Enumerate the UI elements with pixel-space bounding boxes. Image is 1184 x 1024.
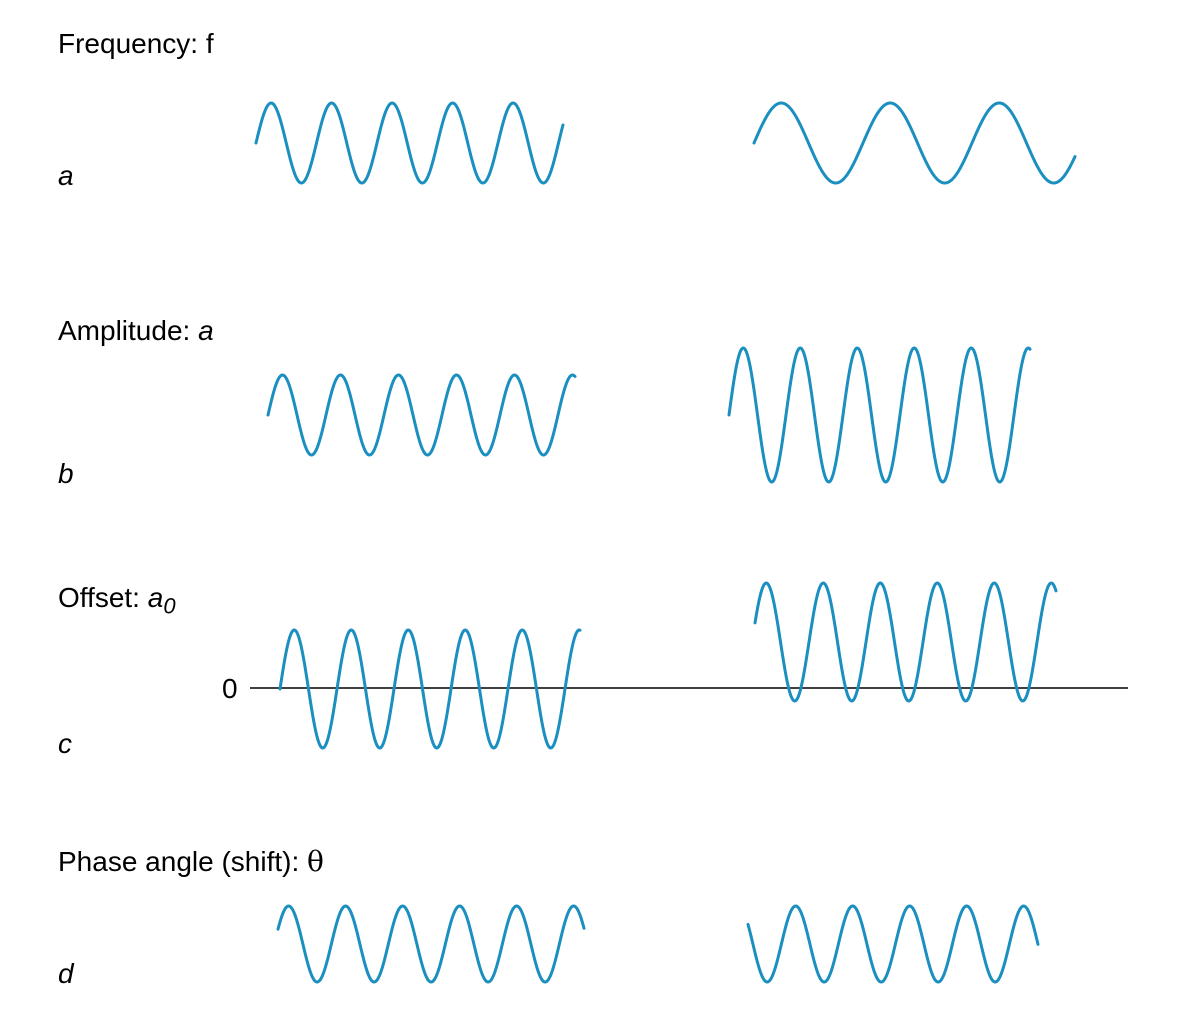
- frequency-symbol: f: [205, 28, 214, 59]
- offset-title-text: Offset:: [58, 582, 148, 613]
- wave-b-high-amplitude: [727, 346, 1032, 484]
- wave-d-reference-phase: [276, 904, 586, 984]
- wave-c-positive-offset: [753, 581, 1058, 703]
- amplitude-title: Amplitude: a: [58, 315, 214, 347]
- amplitude-symbol: a: [198, 315, 214, 346]
- offset-symbol-subscript: 0: [163, 593, 176, 619]
- panel-letter-b: b: [58, 458, 74, 489]
- wave-b-low-amplitude: [266, 373, 577, 457]
- frequency-title-text: Frequency:: [58, 28, 206, 59]
- frequency-title: Frequency: f: [58, 28, 214, 60]
- panel-letter-a: a: [58, 160, 74, 191]
- wave-a-low-frequency: [752, 101, 1077, 185]
- panel-letter-d: d: [58, 958, 74, 989]
- panel-letter-c: c: [58, 728, 72, 759]
- wave-d-shifted-phase: [746, 904, 1040, 984]
- offset-title: Offset: a0: [58, 582, 176, 620]
- phase-title-text: Phase angle (shift):: [58, 846, 308, 877]
- amplitude-title-text: Amplitude:: [58, 315, 199, 346]
- phase-symbol: θ: [307, 845, 324, 878]
- zero-axis-label: 0: [222, 673, 238, 704]
- offset-symbol: a: [147, 582, 164, 613]
- wave-c-zero-offset: [278, 628, 582, 750]
- wave-a-high-frequency: [254, 101, 565, 185]
- phase-title: Phase angle (shift): θ: [58, 845, 324, 878]
